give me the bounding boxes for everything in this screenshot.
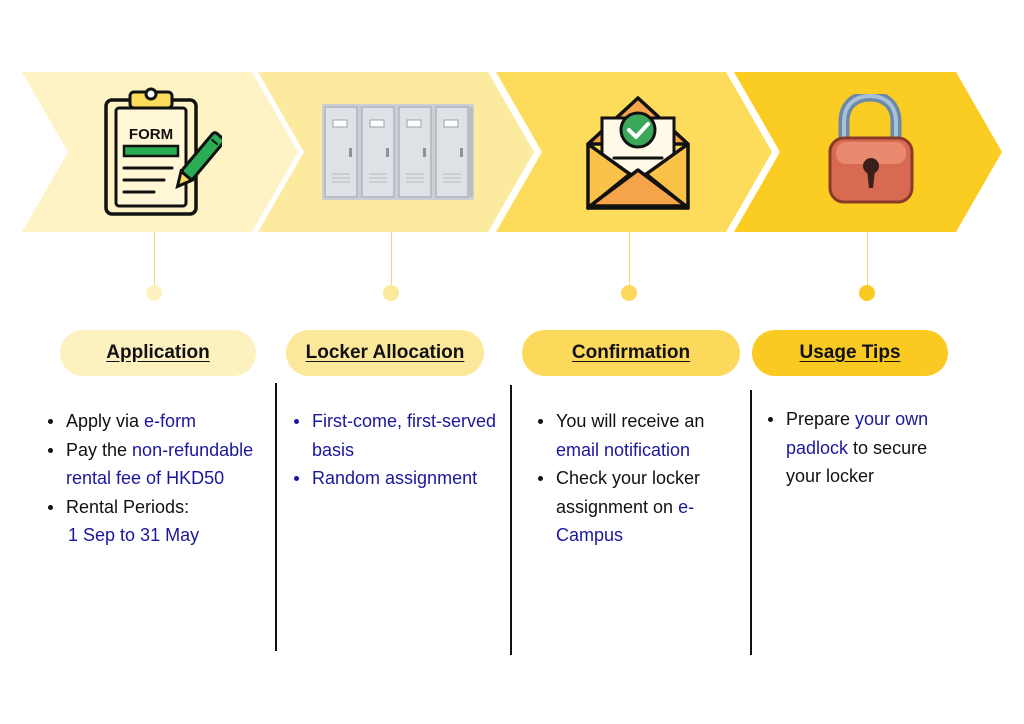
- step-4-title: Usage Tips: [752, 330, 948, 376]
- step-3-title: Confirmation: [522, 330, 740, 376]
- column-divider-3: [750, 390, 752, 655]
- step-2-title: Locker Allocation: [286, 330, 484, 376]
- step-1-bullet-list: Apply via e-form Pay the non-refundable …: [46, 407, 268, 550]
- column-divider-1: [275, 383, 277, 651]
- step-3-connector-dot: [621, 285, 637, 301]
- column-divider-2: [510, 385, 512, 655]
- step-2-bullet-list: First-come, first-served basis Random as…: [292, 407, 498, 493]
- list-item: You will receive an email notification: [536, 407, 736, 464]
- step-1-title: Application: [60, 330, 256, 376]
- lockers-icon: [322, 104, 474, 200]
- step-4-connector-line: [867, 232, 868, 290]
- list-item: Random assignment: [292, 464, 498, 493]
- list-item: First-come, first-served basis: [292, 407, 498, 464]
- step-4-bullet-list: Prepare your own padlock to secure your …: [766, 405, 956, 491]
- step-1-connector-dot: [146, 285, 162, 301]
- list-item: Pay the non-refundable rental fee of HKD…: [46, 436, 268, 493]
- step-4-connector-dot: [859, 285, 875, 301]
- list-item: Rental Periods:1 Sep to 31 May: [46, 493, 268, 550]
- email-check-icon: [584, 94, 692, 212]
- step-1-connector-line: [154, 232, 155, 290]
- form-clipboard-icon: FORM: [102, 86, 226, 218]
- list-item: Check your locker assignment on e-Campus: [536, 464, 736, 550]
- step-2-connector-line: [391, 232, 392, 290]
- step-3-bullet-list: You will receive an email notification C…: [536, 407, 736, 550]
- list-item: Apply via e-form: [46, 407, 268, 436]
- padlock-icon: [826, 90, 916, 206]
- list-item: Prepare your own padlock to secure your …: [766, 405, 956, 491]
- step-2-connector-dot: [383, 285, 399, 301]
- form-icon-label: FORM: [129, 126, 173, 143]
- step-3-connector-line: [629, 232, 630, 290]
